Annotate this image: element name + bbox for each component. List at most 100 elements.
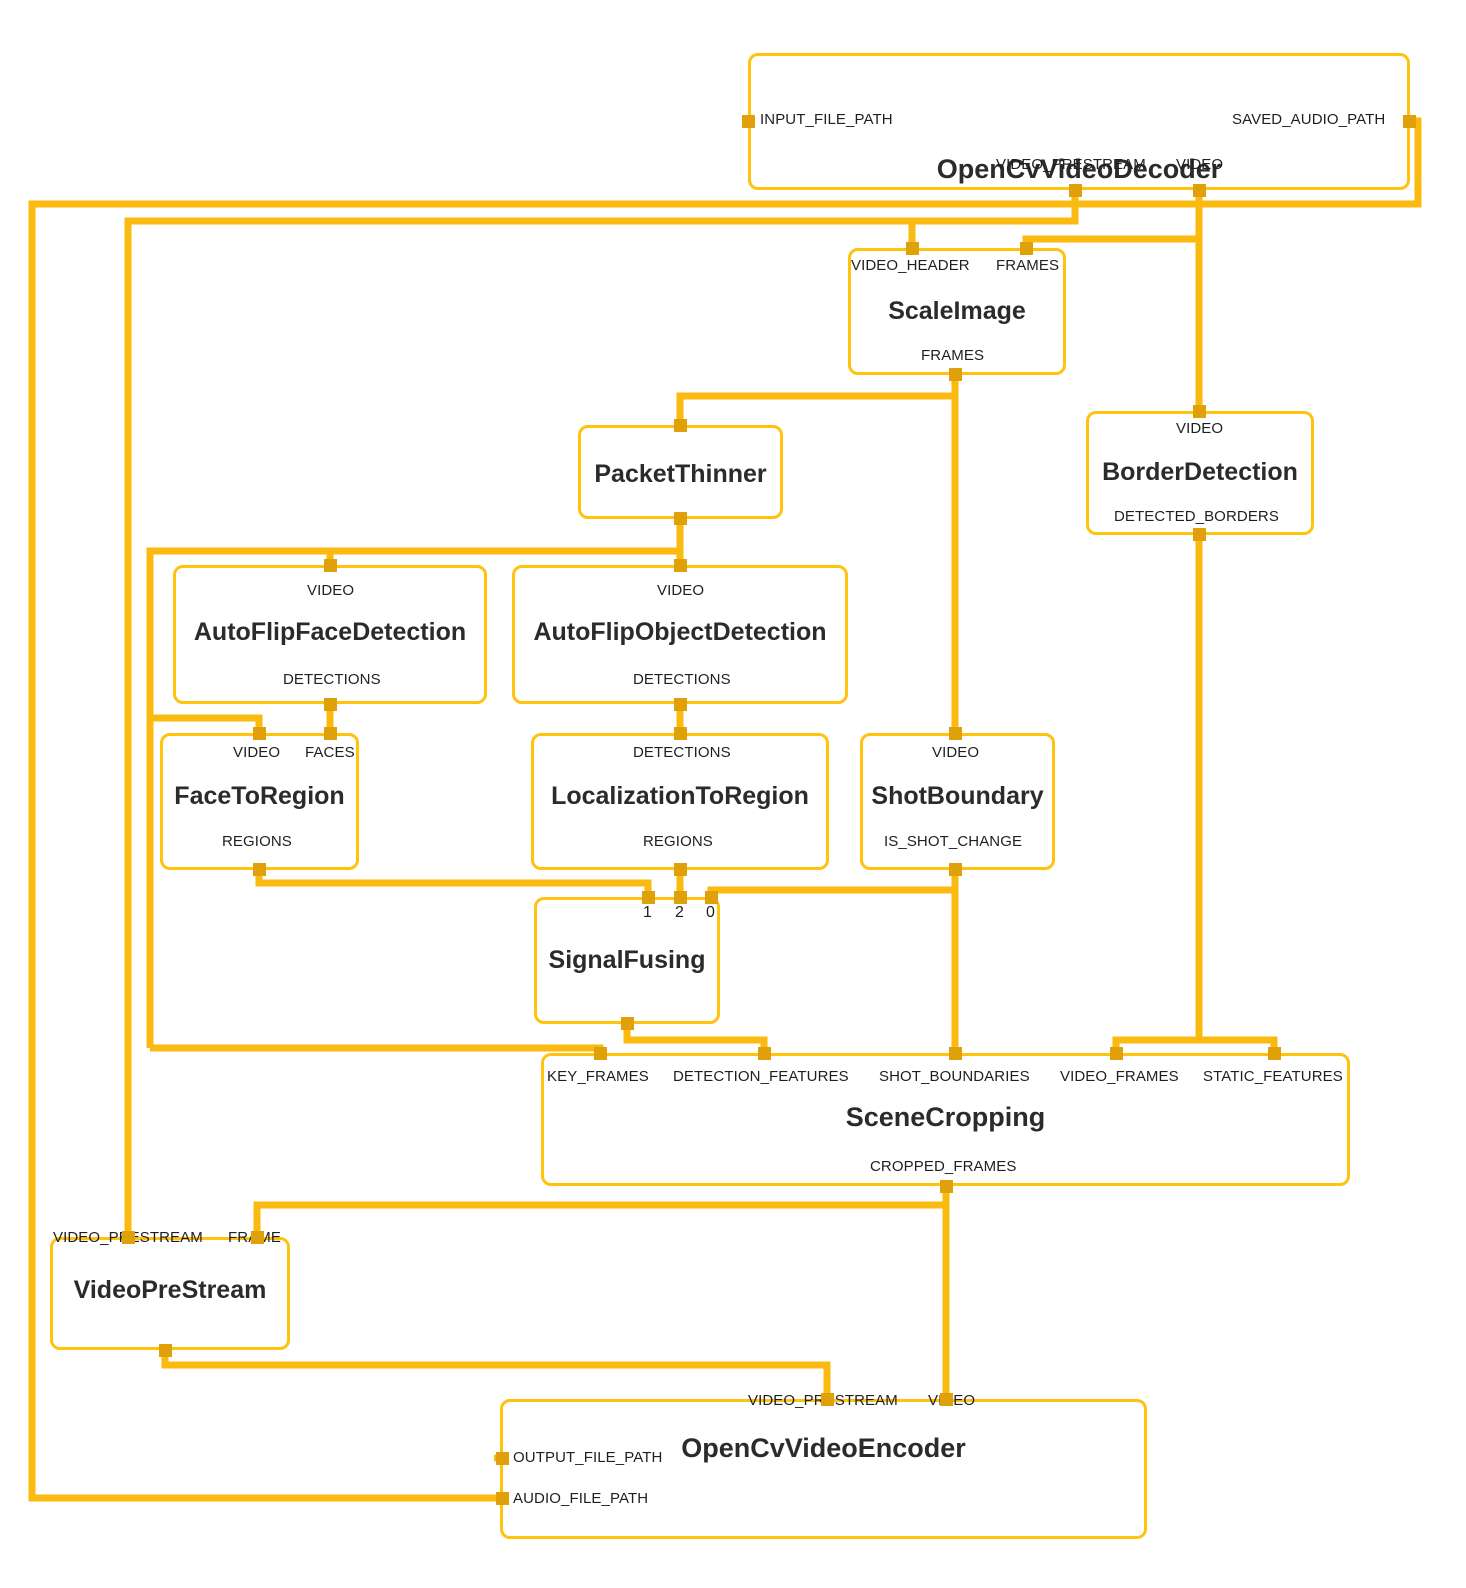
wire-borders-to-staticfeatures [1195,535,1278,1053]
port-scenecropping-detection-features[interactable] [758,1047,771,1060]
node-signal-fusing[interactable]: SignalFusing [534,897,720,1024]
node-title-signal-fusing: SignalFusing [548,946,706,974]
node-title-scene-cropping: SceneCropping [845,1102,1046,1132]
port-decoder-video[interactable] [1193,184,1206,197]
port-scenecropping-static-features[interactable] [1268,1047,1281,1060]
wire-signalfusing-to-detectionfeatures [623,1024,768,1053]
port-label-facetoregion-faces: FACES [305,744,355,761]
port-localizationtoregion-regions[interactable] [674,863,687,876]
port-label-signalfusing-0: 0 [706,904,715,921]
wire-scaleimage-to-packetthinner [676,374,959,425]
node-packet-thinner[interactable]: PacketThinner [578,425,783,519]
port-encoder-video-prestream[interactable] [821,1393,834,1406]
port-label-scaleimage-frames-out: FRAMES [921,347,985,364]
port-label-scaleimage-video-header: VIDEO_HEADER [851,257,970,274]
node-title-shot-boundary: ShotBoundary [871,782,1044,810]
port-encoder-video[interactable] [940,1393,953,1406]
port-scenecropping-shot-boundaries[interactable] [949,1047,962,1060]
port-shotboundary-video[interactable] [949,727,962,740]
port-label-scenecropping-static-features: STATIC_FEATURES [1203,1068,1343,1085]
port-scenecropping-key-frames[interactable] [594,1047,607,1060]
node-face-to-region[interactable]: FaceToRegion [160,733,359,870]
port-packetthinner-in[interactable] [674,419,687,432]
port-facetoregion-faces[interactable] [324,727,337,740]
port-facetoregion-video[interactable] [253,727,266,740]
node-title-scale-image: ScaleImage [888,297,1026,325]
wire-video-prestream-to-prestream [124,190,1079,1237]
port-facetoregion-regions[interactable] [253,863,266,876]
port-facedetection-detections[interactable] [324,698,337,711]
port-decoder-saved-audio-path[interactable] [1403,115,1416,128]
node-title-face-detection: AutoFlipFaceDetection [193,618,467,646]
port-signalfusing-out[interactable] [621,1017,634,1030]
node-shot-boundary[interactable]: ShotBoundary [860,733,1055,870]
port-borderdetection-video[interactable] [1193,405,1206,418]
port-shotboundary-is-shot-change[interactable] [949,863,962,876]
wire-shotboundary-to-signalfusing-0 [707,870,959,897]
port-encoder-audio-file-path[interactable] [496,1492,509,1505]
node-scene-cropping[interactable]: SceneCropping [541,1053,1350,1186]
port-label-decoder-input-file-path: INPUT_FILE_PATH [760,111,893,128]
port-facedetection-video[interactable] [324,559,337,572]
port-prestream-out[interactable] [159,1344,172,1357]
node-opencv-video-decoder[interactable]: OpenCvVideoDecoder [748,53,1410,190]
node-autoflip-object-detection[interactable]: AutoFlipObjectDetection [512,565,848,704]
node-opencv-video-encoder[interactable]: OpenCvVideoEncoder [500,1399,1147,1539]
node-border-detection[interactable]: BorderDetection [1086,411,1314,535]
port-decoder-input-file-path[interactable] [742,115,755,128]
port-label-scenecropping-key-frames: KEY_FRAMES [547,1068,649,1085]
wire-croppedframes-to-prestream-frame [253,1201,946,1237]
node-title-video-pre-stream: VideoPreStream [73,1276,267,1304]
port-prestream-video-prestream[interactable] [122,1231,135,1244]
port-label-encoder-output-file-path: OUTPUT_FILE_PATH [513,1449,663,1466]
node-title-encoder: OpenCvVideoEncoder [681,1433,966,1463]
port-scenecropping-video-frames[interactable] [1110,1047,1123,1060]
node-scale-image[interactable]: ScaleImage [848,248,1066,375]
node-video-pre-stream[interactable]: VideoPreStream [50,1237,290,1350]
port-localizationtoregion-detections[interactable] [674,727,687,740]
port-label-decoder-video: VIDEO [1176,156,1224,173]
port-signalfusing-2[interactable] [674,891,687,904]
port-label-scenecropping-detection-features: DETECTION_FEATURES [673,1068,849,1085]
port-label-borderdetection-video: VIDEO [1176,420,1224,437]
port-encoder-output-file-path[interactable] [496,1452,509,1465]
port-label-signalfusing-1: 1 [643,904,652,921]
port-packetthinner-out[interactable] [674,512,687,525]
node-autoflip-face-detection[interactable]: AutoFlipFaceDetection [173,565,487,704]
port-signalfusing-0[interactable] [705,891,718,904]
port-label-facedetection-detections: DETECTIONS [283,671,381,688]
port-label-encoder-audio-file-path: AUDIO_FILE_PATH [513,1490,649,1507]
port-objectdetection-detections[interactable] [674,698,687,711]
wire-keyframes [150,1044,604,1053]
port-label-facetoregion-video: VIDEO [233,744,281,761]
port-decoder-video-prestream[interactable] [1069,184,1082,197]
port-label-decoder-video-prestream: VIDEO_PRESTREAM [996,156,1146,173]
port-objectdetection-video[interactable] [674,559,687,572]
port-signalfusing-1[interactable] [642,891,655,904]
wire-left-rail-to-facetoregion-video [150,714,263,733]
wire-left-rail [146,547,680,1048]
port-prestream-frame[interactable] [251,1231,264,1244]
port-label-decoder-saved-audio-path: SAVED_AUDIO_PATH [1232,111,1386,128]
port-label-scenecropping-cropped-frames: CROPPED_FRAMES [870,1158,1017,1175]
port-label-shotboundary-video: VIDEO [932,744,980,761]
port-label-localizationtoregion-regions: REGIONS [643,833,713,850]
node-title-border-detection: BorderDetection [1102,458,1298,486]
node-title-face-to-region: FaceToRegion [174,782,345,810]
port-borderdetection-detected-borders[interactable] [1193,528,1206,541]
wire-facetoregion-to-signalfusing-1 [255,870,652,897]
node-localization-to-region[interactable]: LocalizationToRegion [531,733,829,870]
node-title-decoder: OpenCvVideoDecoder [936,154,1222,184]
port-label-objectdetection-detections: DETECTIONS [633,671,731,688]
port-label-borderdetection-detected-borders: DETECTED_BORDERS [1114,508,1279,525]
port-scaleimage-video-header[interactable] [906,242,919,255]
port-scaleimage-frames-out[interactable] [949,368,962,381]
port-scaleimage-frames-in[interactable] [1020,242,1033,255]
port-scenecropping-cropped-frames[interactable] [940,1180,953,1193]
port-label-facetoregion-regions: REGIONS [222,833,292,850]
port-label-shotboundary-is-shot-change: IS_SHOT_CHANGE [884,833,1023,850]
wire-saved-audio-path [28,117,1422,1502]
node-title-packet-thinner: PacketThinner [594,460,767,488]
node-title-object-detection: AutoFlipObjectDetection [533,618,827,646]
